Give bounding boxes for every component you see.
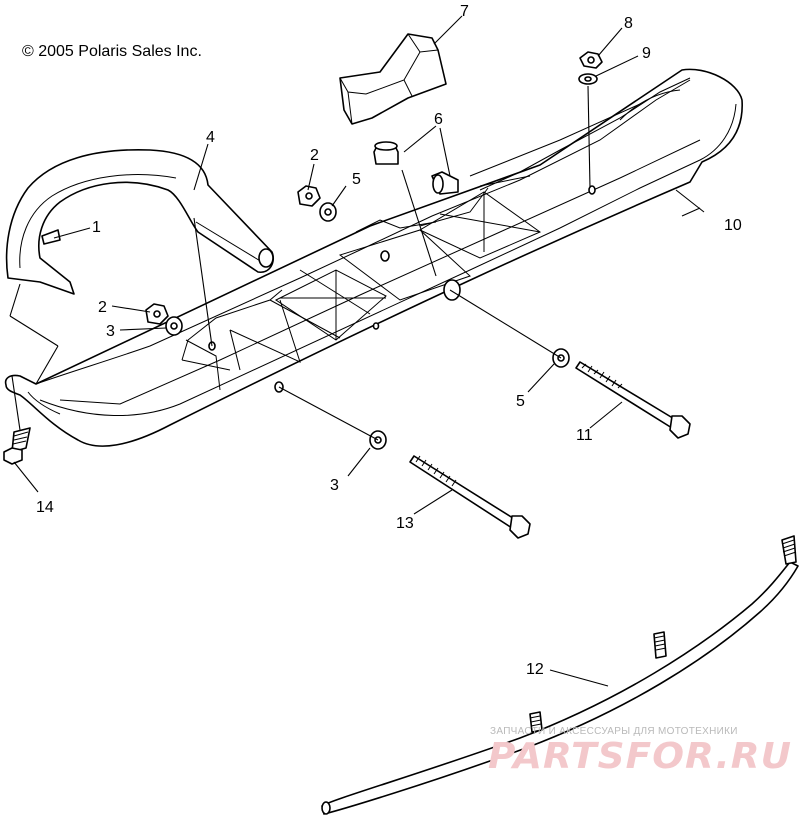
callout-9: 9 [642, 45, 651, 62]
callout-12: 12 [526, 661, 544, 678]
bushing-parts [373, 141, 459, 195]
callout-3-lower: 3 [330, 477, 339, 494]
callout-1: 1 [92, 219, 101, 236]
callout-7: 7 [460, 3, 469, 20]
watermark: ЗАПЧАСТИ И АКСЕССУАРЫ ДЛЯ МОТОТЕХНИКИ PA… [488, 726, 792, 777]
callout-2-left: 2 [98, 299, 107, 316]
ski-body-part [4, 68, 743, 447]
watermark-brand: PARTSFOR.RU [488, 736, 792, 777]
callout-6: 6 [434, 111, 443, 128]
bolt-right-assembly [552, 348, 691, 439]
nut-washer-center [297, 185, 337, 222]
callout-3-left: 3 [106, 323, 115, 340]
wear-bar-part [321, 535, 799, 815]
copyright-text: © 2005 Polaris Sales Inc. [22, 43, 202, 60]
callout-2-center: 2 [310, 147, 319, 164]
nut-washer-left [145, 303, 183, 336]
callout-13: 13 [396, 515, 414, 532]
callout-5-right: 5 [516, 393, 525, 410]
watermark-tagline: ЗАПЧАСТИ И АКСЕССУАРЫ ДЛЯ МОТОТЕХНИКИ [490, 726, 738, 737]
nut-washer-top [578, 51, 603, 85]
callout-5-center: 5 [352, 171, 361, 188]
callout-numbers: 7 8 9 6 2 5 4 1 10 2 3 5 11 3 13 14 12 [36, 3, 742, 678]
callout-8: 8 [624, 15, 633, 32]
leader-lines [9, 15, 705, 687]
bolt-14-part [3, 427, 31, 465]
callout-4: 4 [206, 129, 215, 146]
callout-10: 10 [724, 217, 742, 234]
callout-11: 11 [576, 427, 593, 444]
bolt-lower-assembly [369, 430, 531, 539]
callout-14: 14 [36, 499, 54, 516]
spindle-cushion-part [339, 33, 447, 125]
ski-handle-part [5, 148, 274, 295]
